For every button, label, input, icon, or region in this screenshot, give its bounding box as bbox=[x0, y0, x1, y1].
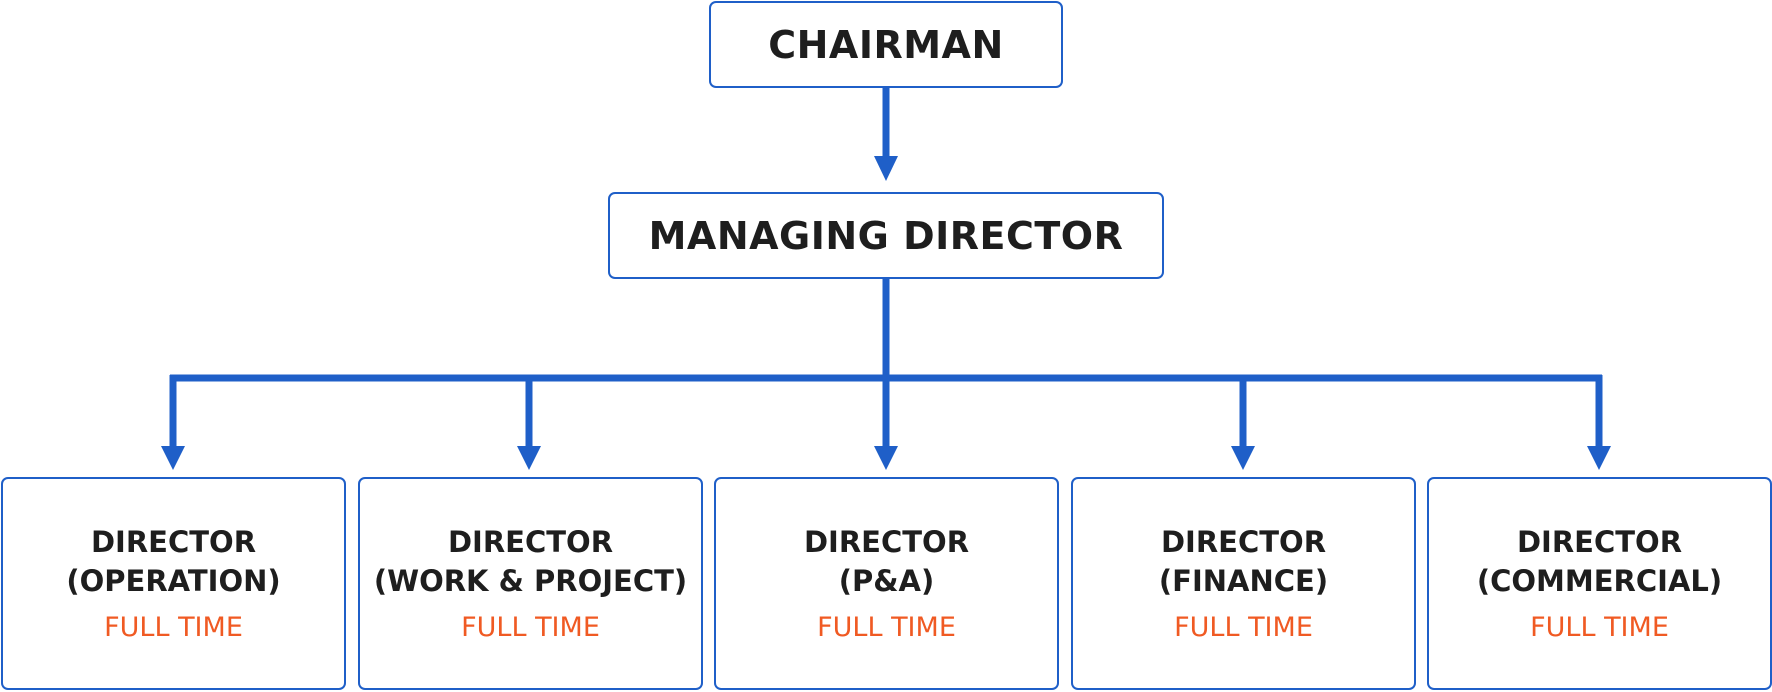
arrowhead-operation bbox=[161, 446, 185, 470]
director-pa-department: (P&A) bbox=[838, 563, 935, 598]
director-work-project-department: (WORK & PROJECT) bbox=[373, 563, 688, 598]
director-finance-box: DIRECTOR (FINANCE) FULL TIME bbox=[1071, 477, 1416, 690]
managing-director-title: MANAGING DIRECTOR bbox=[648, 213, 1124, 258]
director-pa-title: DIRECTOR bbox=[803, 524, 970, 559]
arrowhead-work-project bbox=[517, 446, 541, 470]
director-operation-status: FULL TIME bbox=[104, 611, 243, 643]
director-commercial-status: FULL TIME bbox=[1530, 611, 1669, 643]
chairman-box: CHAIRMAN bbox=[709, 1, 1063, 88]
director-finance-status: FULL TIME bbox=[1174, 611, 1313, 643]
director-operation-box: DIRECTOR (OPERATION) FULL TIME bbox=[1, 477, 346, 690]
managing-director-box: MANAGING DIRECTOR bbox=[608, 192, 1164, 279]
director-operation-department: (OPERATION) bbox=[66, 563, 281, 598]
director-work-project-status: FULL TIME bbox=[461, 611, 600, 643]
director-commercial-title: DIRECTOR bbox=[1516, 524, 1683, 559]
arrowhead-pa bbox=[874, 446, 898, 470]
director-pa-box: DIRECTOR (P&A) FULL TIME bbox=[714, 477, 1059, 690]
director-finance-title: DIRECTOR bbox=[1160, 524, 1327, 559]
director-work-project-box: DIRECTOR (WORK & PROJECT) FULL TIME bbox=[358, 477, 703, 690]
director-operation-title: DIRECTOR bbox=[90, 524, 257, 559]
director-commercial-box: DIRECTOR (COMMERCIAL) FULL TIME bbox=[1427, 477, 1772, 690]
director-work-project-title: DIRECTOR bbox=[447, 524, 614, 559]
arrowhead-commercial bbox=[1587, 446, 1611, 470]
chairman-title: CHAIRMAN bbox=[768, 22, 1004, 67]
arrowhead-finance bbox=[1231, 446, 1255, 470]
director-commercial-department: (COMMERCIAL) bbox=[1476, 563, 1723, 598]
chairman-to-md-arrowhead bbox=[874, 156, 898, 181]
director-finance-department: (FINANCE) bbox=[1158, 563, 1329, 598]
director-pa-status: FULL TIME bbox=[817, 611, 956, 643]
